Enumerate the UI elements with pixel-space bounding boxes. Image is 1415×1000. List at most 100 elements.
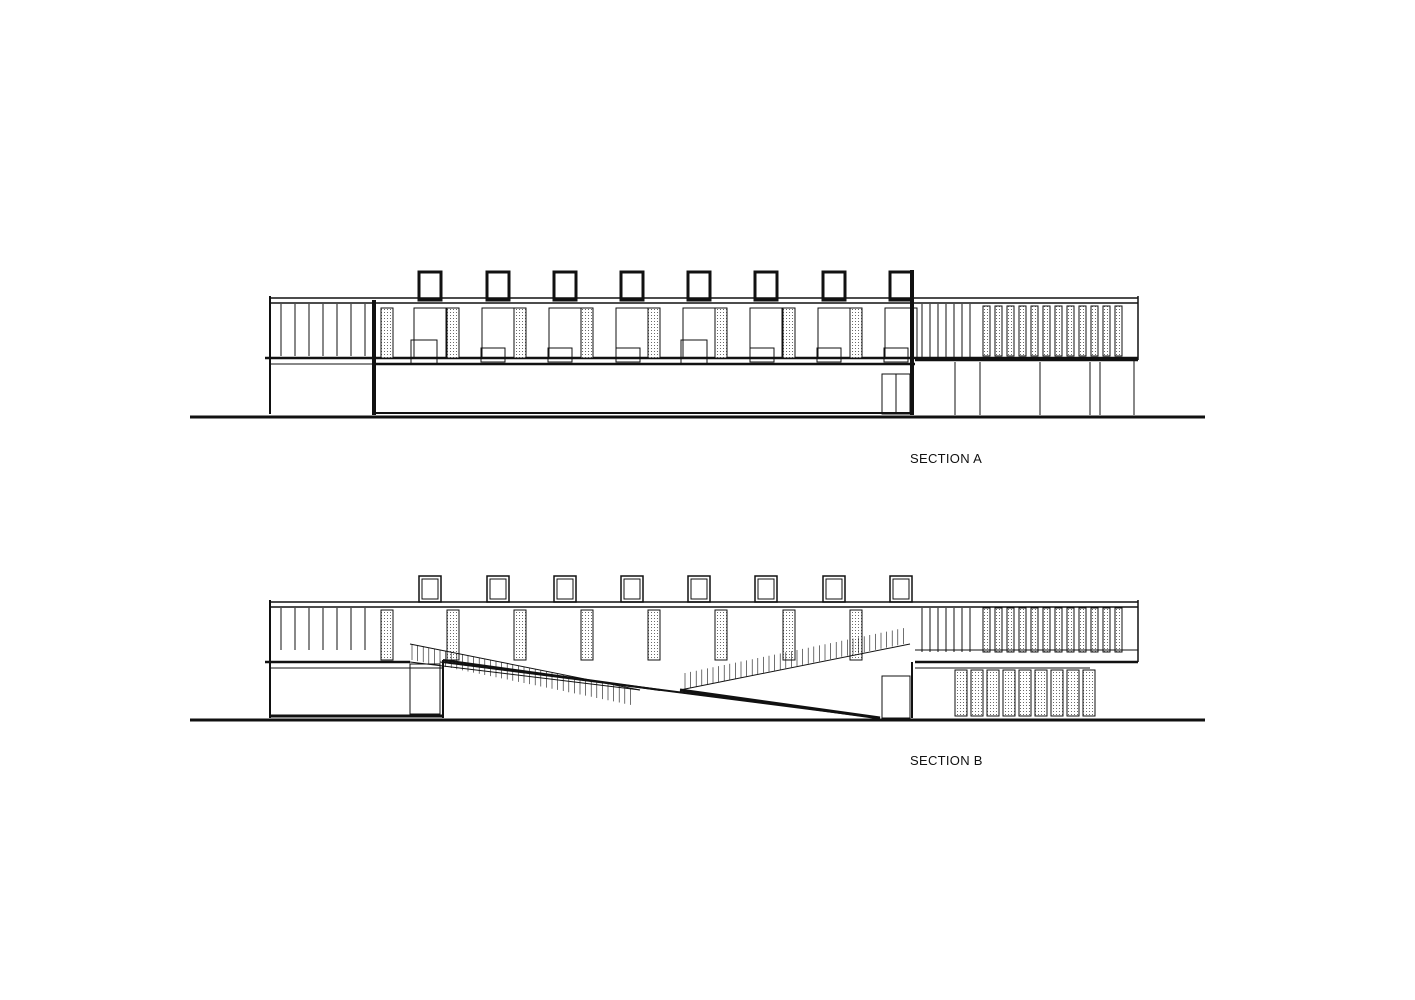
ground-screen-b (1002, 669, 1016, 717)
door-b-right (881, 675, 911, 719)
right-screen-b (1042, 607, 1051, 653)
screen-panel-b-4 (580, 609, 594, 661)
section-a-drawing (190, 270, 1205, 419)
roof-tower-a-4 (619, 270, 645, 302)
roof-tower-a-3 (552, 270, 578, 302)
ramp-underside (442, 661, 881, 719)
screen-panel-b-8 (849, 609, 863, 661)
screen-panel-a-6 (714, 307, 728, 359)
screen-panel-a-2 (446, 307, 460, 359)
window-a-8 (883, 347, 909, 363)
roof-tower-b-6 (754, 575, 778, 603)
upper-room-a-2 (481, 307, 515, 359)
ground-screen-b (1050, 669, 1064, 717)
upper-room-a-8 (884, 307, 918, 359)
roof-tower-a-1 (417, 270, 443, 302)
section-b-drawing (190, 575, 1205, 722)
ramp-left-rail (409, 661, 641, 691)
ground-screen-b (1034, 669, 1048, 717)
roof-tower-a-7 (821, 270, 847, 302)
right-screen-b (1018, 607, 1027, 653)
roof-tower-inner-b-2 (489, 578, 507, 600)
screen-panel-a-5 (647, 307, 661, 359)
right-screen-a (1006, 305, 1015, 357)
screen-panel-b-5 (647, 609, 661, 661)
screen-panel-a-4 (580, 307, 594, 359)
ground-screen-b (1066, 669, 1080, 717)
ground-screen-b (970, 669, 984, 717)
roof-tower-inner-b-3 (556, 578, 574, 600)
right-screen-b (1090, 607, 1099, 653)
window-a-2 (480, 347, 506, 363)
roof-tower-inner-b-6 (757, 578, 775, 600)
right-screen-a (1078, 305, 1087, 357)
roof-tower-b-3 (553, 575, 577, 603)
right-screen-b (1054, 607, 1063, 653)
screen-panel-b-1 (380, 609, 394, 661)
screen-panel-a-7 (782, 307, 796, 359)
right-screen-b (1006, 607, 1015, 653)
roof-tower-inner-b-4 (623, 578, 641, 600)
door-a-1 (410, 339, 438, 365)
upper-room-a-7 (817, 307, 851, 359)
right-screen-a (1114, 305, 1123, 357)
right-screen-a (1054, 305, 1063, 357)
right-screen-a (982, 305, 991, 357)
roof-tower-inner-b-5 (690, 578, 708, 600)
upper-room-a-4 (615, 307, 649, 359)
upper-room-a-3 (548, 307, 582, 359)
roof-tower-inner-b-1 (421, 578, 439, 600)
screen-panel-b-6 (714, 609, 728, 661)
ground-screen-b (954, 669, 968, 717)
section-a-label: SECTION A (910, 451, 983, 466)
right-screen-b (1114, 607, 1123, 653)
window-a-3 (547, 347, 573, 363)
upper-room-a-6 (749, 307, 783, 359)
right-screen-a (1030, 305, 1039, 357)
screen-panel-a-8 (849, 307, 863, 359)
roof-tower-b-1 (418, 575, 442, 603)
right-screen-b (1066, 607, 1075, 653)
roof-tower-a-6 (753, 270, 779, 302)
right-screen-a (1042, 305, 1051, 357)
ground-screen-b (986, 669, 1000, 717)
screen-panel-b-7 (782, 609, 796, 661)
roof-tower-inner-b-8 (892, 578, 910, 600)
roof-tower-inner-b-7 (825, 578, 843, 600)
ground-screen-b (1018, 669, 1032, 717)
roof-tower-b-5 (687, 575, 711, 603)
section-b-label: SECTION B (910, 753, 983, 768)
roof-tower-b-8 (889, 575, 913, 603)
window-a-7 (816, 347, 842, 363)
screen-panel-b-3 (513, 609, 527, 661)
right-screen-b (1078, 607, 1087, 653)
right-screen-a (1066, 305, 1075, 357)
right-screen-b (994, 607, 1003, 653)
upper-room-a-5 (682, 307, 716, 359)
roof-tower-b-7 (822, 575, 846, 603)
roof-tower-a-8 (888, 270, 914, 302)
window-a-4 (615, 347, 641, 363)
ramp-right-rail (679, 643, 911, 691)
screen-panel-a-3 (513, 307, 527, 359)
ground-screen-b (1082, 669, 1096, 717)
right-screen-a (1018, 305, 1027, 357)
right-screen-b (1102, 607, 1111, 653)
roof-tower-a-5 (686, 270, 712, 302)
screen-panel-a-1 (380, 307, 394, 359)
right-screen-a (1090, 305, 1099, 357)
roof-tower-b-4 (620, 575, 644, 603)
right-screen-b (1030, 607, 1039, 653)
door-a-5 (680, 339, 708, 365)
right-screen-b (982, 607, 991, 653)
screen-panel-b-2 (446, 609, 460, 661)
roof-tower-a-2 (485, 270, 511, 302)
roof-tower-b-2 (486, 575, 510, 603)
upper-room-a-1 (413, 307, 447, 359)
window-a-6 (749, 347, 775, 363)
right-screen-a (994, 305, 1003, 357)
door-b-left (409, 663, 441, 715)
right-screen-a (1102, 305, 1111, 357)
